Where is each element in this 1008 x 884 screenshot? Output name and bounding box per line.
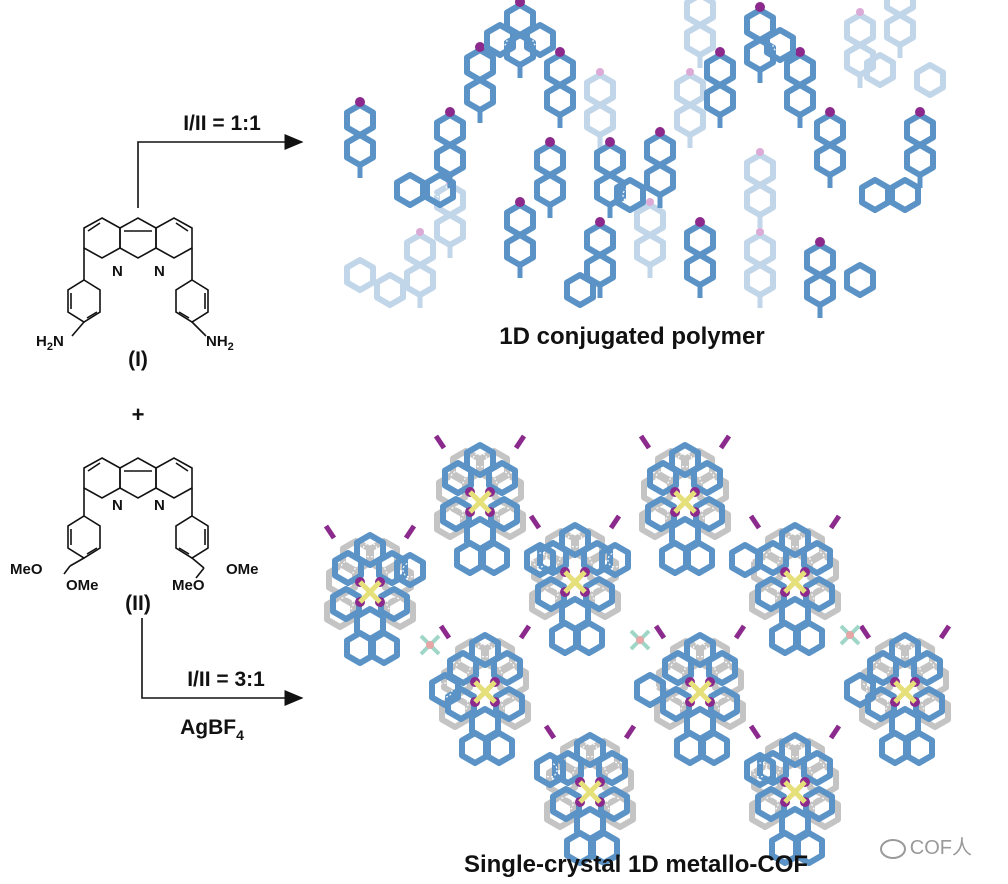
compound-2-n-left: N	[112, 497, 123, 514]
metallo-cof-caption: Single-crystal 1D metallo-COF	[464, 851, 808, 878]
watermark: COF人	[879, 831, 972, 860]
polymer-caption: 1D conjugated polymer	[499, 323, 764, 350]
polymer-structure-image	[347, 0, 943, 318]
compound-2-ome-right: OMe	[226, 561, 259, 578]
arrow-bottom	[141, 618, 304, 706]
compound-1-n-right: N	[154, 263, 165, 280]
reagent-label: AgBF4	[180, 716, 244, 743]
arrow-top	[137, 134, 304, 208]
plus-sign: +	[132, 402, 145, 427]
compound-2-meo-left: MeO	[10, 561, 43, 578]
arrow-top-label: I/II = 1:1	[183, 112, 261, 135]
compound-2-label: (II)	[125, 592, 151, 615]
watermark-text: COF人	[909, 837, 972, 859]
compound-2-n-right: N	[154, 497, 165, 514]
arrow-bottom-label: I/II = 3:1	[187, 668, 265, 691]
wechat-icon	[879, 838, 906, 859]
compound-2-structure	[63, 457, 209, 579]
compound-1-n-left: N	[112, 263, 123, 280]
compound-2-ome-left: OMe	[66, 577, 99, 594]
compound-2-meo-right: MeO	[172, 577, 205, 594]
compound-1-h2n: H2N	[36, 333, 64, 353]
compound-1-nh2: NH2	[206, 333, 234, 353]
compound-1-structure	[67, 217, 209, 337]
metallo-cof-structure-image	[326, 436, 949, 863]
compound-1-label: (I)	[128, 348, 148, 371]
